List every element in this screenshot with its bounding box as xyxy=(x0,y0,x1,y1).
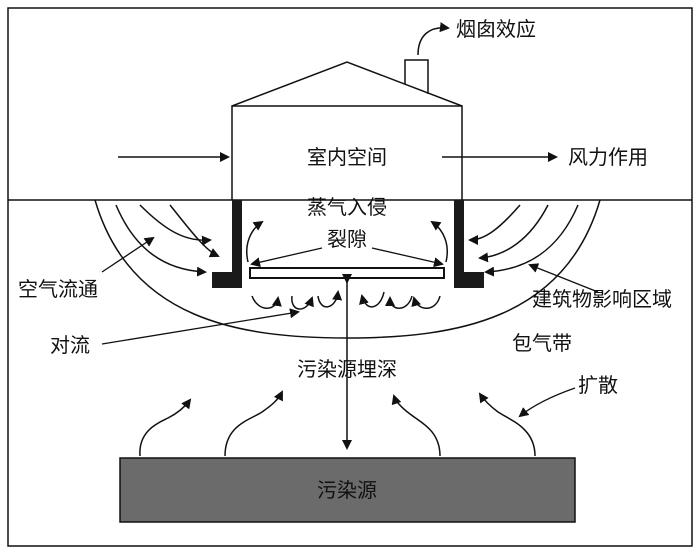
air-flow-arrows-right xyxy=(468,204,579,277)
foundation-footing-left xyxy=(212,272,242,288)
chimney-effect-label: 烟囱效应 xyxy=(456,17,536,41)
house xyxy=(231,59,463,200)
vapor-intrusion-arrows xyxy=(246,220,448,263)
foundation-wall-left xyxy=(232,200,242,285)
diffusion-label: 扩散 xyxy=(578,373,618,397)
building-zone-pointer xyxy=(528,263,599,293)
foundation-wall-right xyxy=(454,200,464,285)
convection-label: 对流 xyxy=(50,333,90,357)
foundation xyxy=(212,200,484,288)
house-walls xyxy=(231,105,463,200)
convection-curls xyxy=(251,290,441,310)
air-flow-pointer xyxy=(101,236,155,273)
diffusion-arrows xyxy=(139,390,536,457)
diagram-frame xyxy=(7,7,693,547)
air-flow-arrows-left xyxy=(115,204,220,277)
building-zone-label: 建筑物影响区域 xyxy=(532,287,672,311)
contamination-source-block xyxy=(119,457,576,523)
crack-pointers xyxy=(250,247,444,268)
vadose-zone-label: 包气带 xyxy=(512,331,572,355)
cracks-label: 裂隙 xyxy=(327,227,367,251)
chimney-effect-arrow xyxy=(417,22,450,56)
source-label: 污染源 xyxy=(317,478,377,502)
house-roof xyxy=(231,61,463,107)
chimney xyxy=(404,59,429,94)
diffusion-pointer xyxy=(518,387,576,418)
floor-slab xyxy=(249,267,445,279)
foundation-footing-right xyxy=(454,272,484,288)
wind-effect-label: 风力作用 xyxy=(568,145,648,169)
indoor-space-label: 室内空间 xyxy=(307,145,387,169)
vapor-intrusion-label: 蒸气入侵 xyxy=(307,195,387,219)
convection-pointer xyxy=(101,308,300,345)
source-depth-label: 污染源埋深 xyxy=(297,357,397,381)
air-flow-label: 空气流通 xyxy=(18,277,98,301)
